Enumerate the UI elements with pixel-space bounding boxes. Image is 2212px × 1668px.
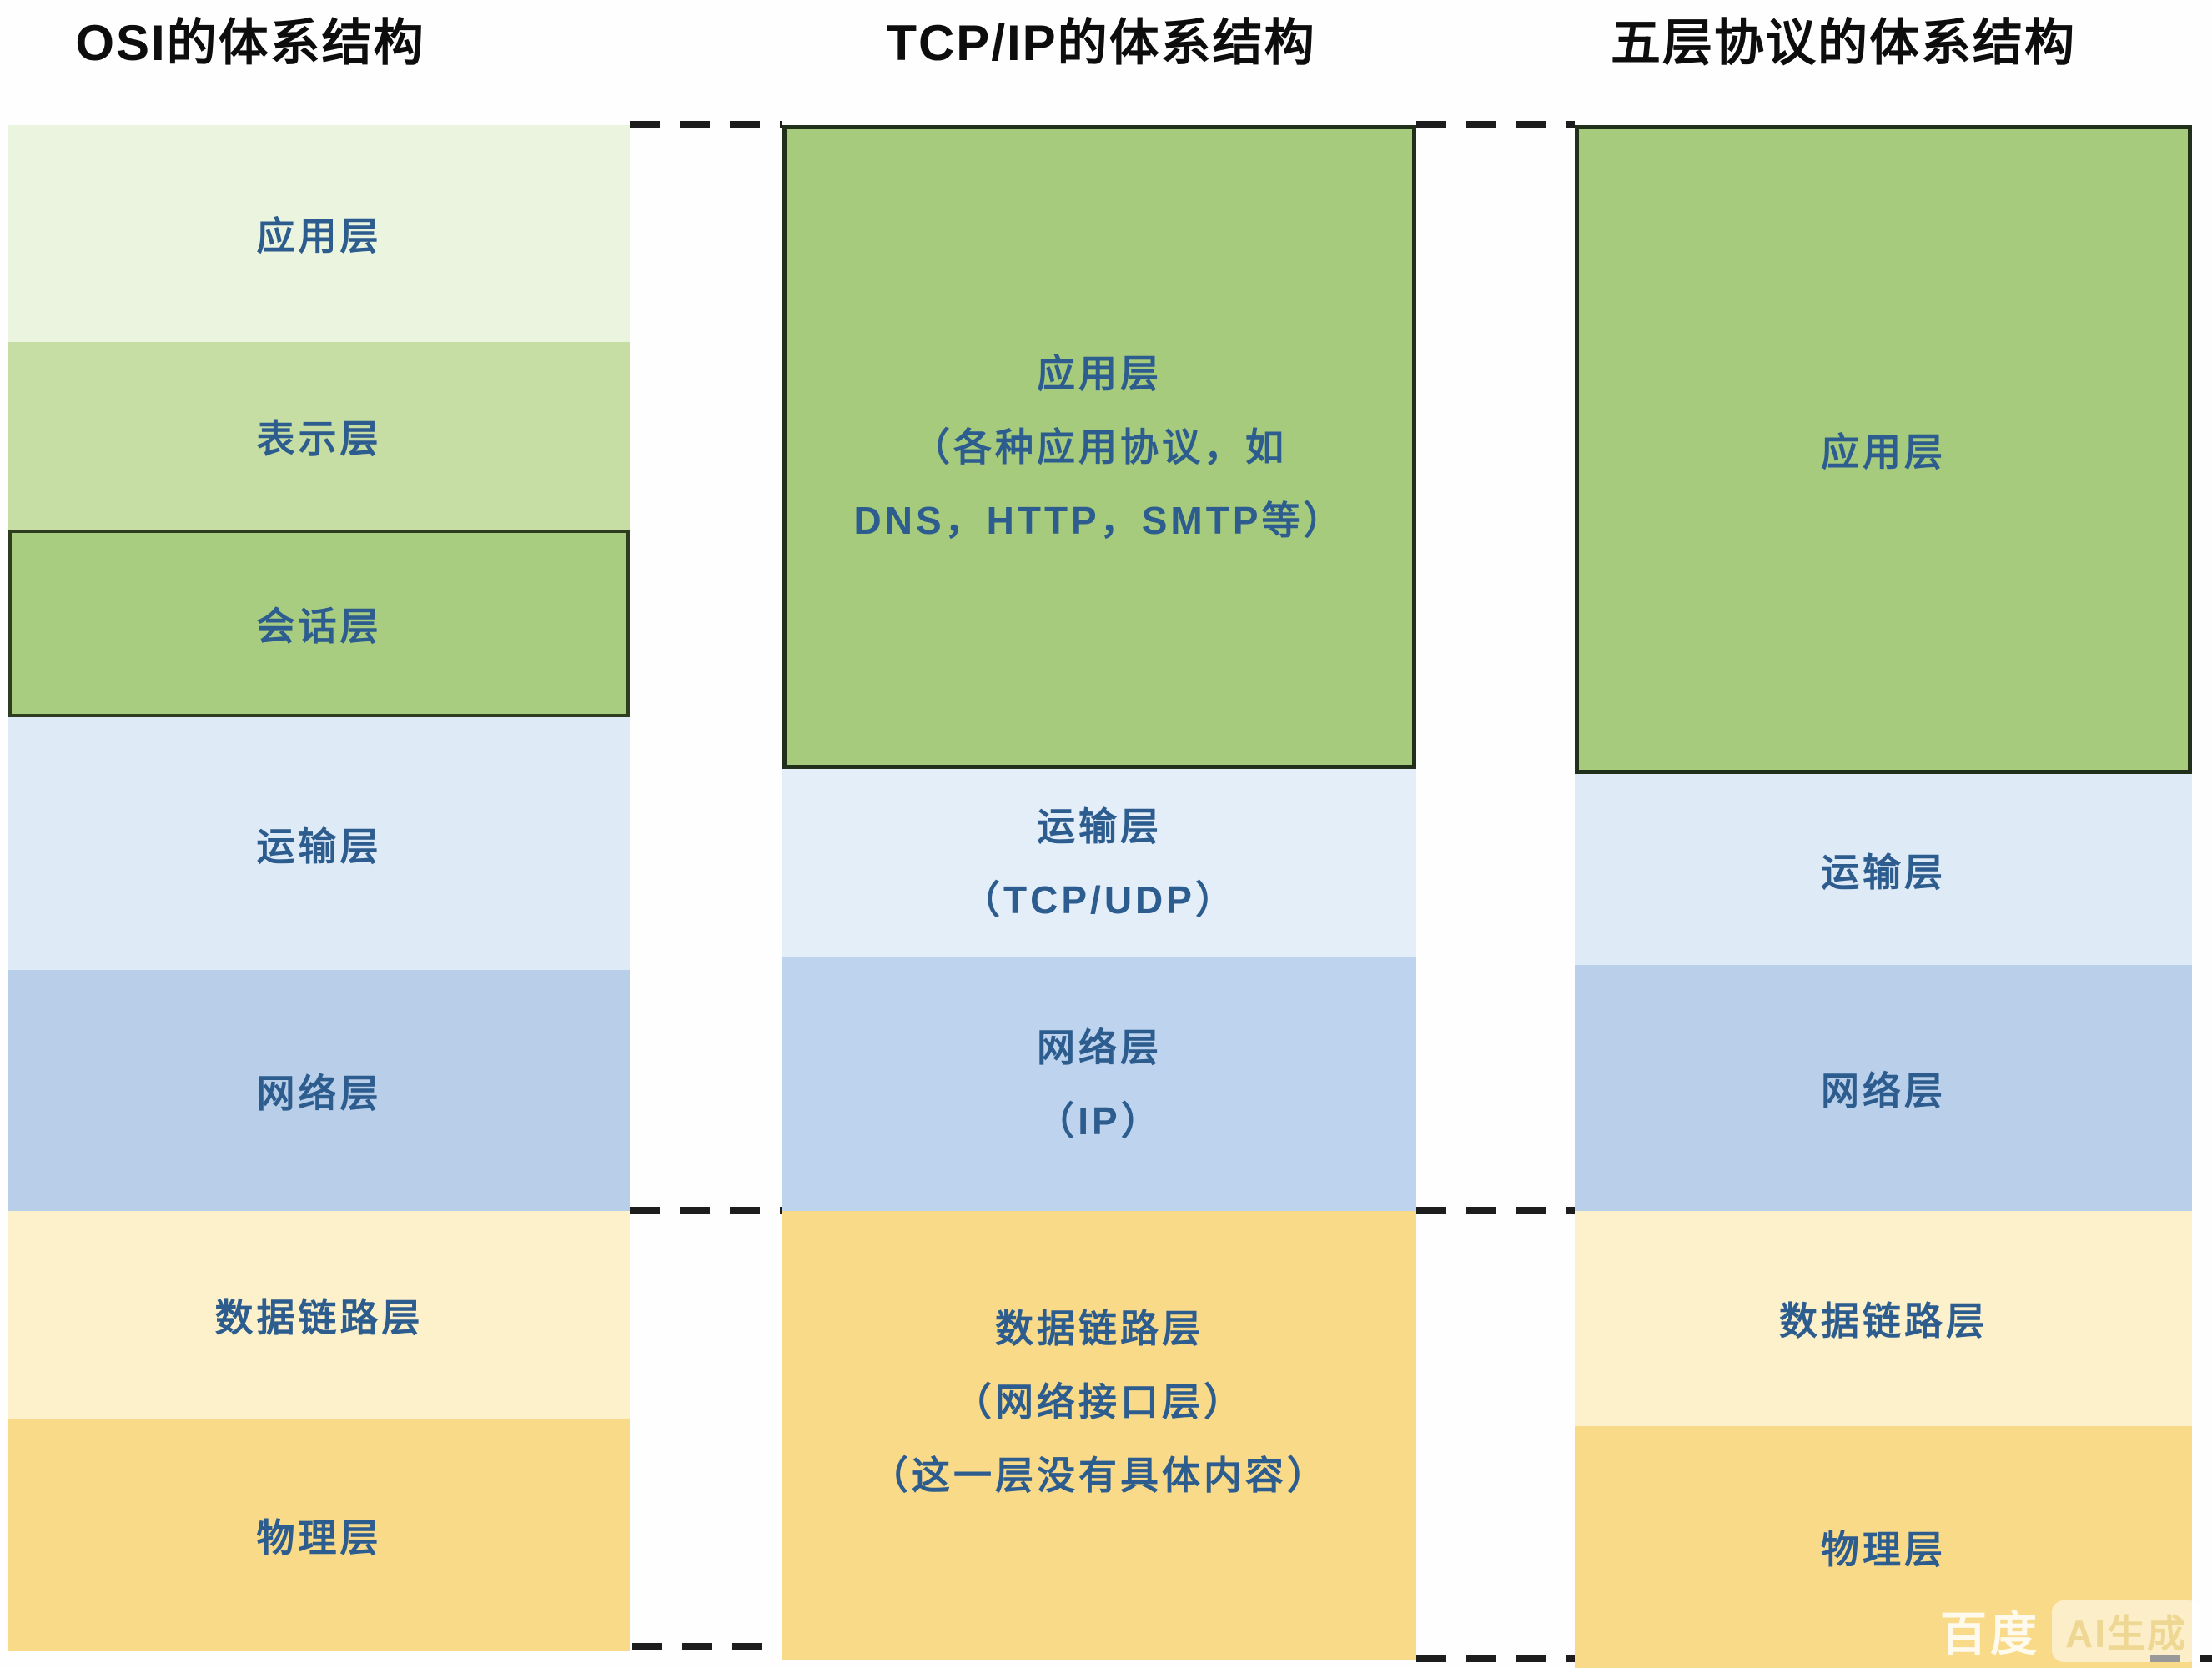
layer-sublabel: （网络接口层） bbox=[953, 1380, 1245, 1424]
column-title-osi: OSI的体系结构 bbox=[75, 14, 425, 71]
dashed-connector-top-gap1 bbox=[630, 121, 782, 128]
five-transport-layer: 运输层 bbox=[1575, 774, 2192, 965]
layer-label: 物理层 bbox=[1821, 1528, 1946, 1571]
layer-sublabel: （TCP/UDP） bbox=[962, 878, 1237, 922]
five-layer-stack: 应用层 运输层 网络层 数据链路层 物理层 bbox=[1575, 125, 2192, 1668]
osi-presentation-layer: 表示层 bbox=[8, 342, 630, 530]
tcpip-application-layer: 应用层 （各种应用协议，如 DNS，HTTP，SMTP等） bbox=[782, 125, 1416, 769]
layer-label: 物理层 bbox=[256, 1516, 382, 1560]
osi-transport-layer: 运输层 bbox=[8, 717, 630, 970]
osi-stack: 应用层 表示层 会话层 运输层 网络层 数据链路层 物理层 bbox=[8, 125, 630, 1651]
column-title-five-layer: 五层协议的体系结构 bbox=[1611, 14, 2076, 71]
layer-label: 应用层 bbox=[256, 214, 382, 258]
dashed-connector-mid-gap2 bbox=[1416, 1207, 1575, 1214]
layer-label: 表示层 bbox=[256, 416, 382, 460]
layer-sublabel: （各种应用协议，如 bbox=[912, 425, 1287, 469]
layer-label: 数据链路层 bbox=[995, 1307, 1204, 1350]
osi-physical-layer: 物理层 bbox=[8, 1419, 630, 1651]
layer-label: 网络层 bbox=[1037, 1026, 1162, 1069]
layer-label: 网络层 bbox=[1821, 1068, 1946, 1113]
layer-label: 运输层 bbox=[1037, 805, 1162, 848]
layer-label: 运输层 bbox=[1821, 850, 1946, 894]
osi-network-layer: 网络层 bbox=[8, 970, 630, 1211]
layer-label: 应用层 bbox=[1821, 430, 1946, 474]
layer-label: 应用层 bbox=[1037, 352, 1162, 395]
tcpip-transport-layer: 运输层 （TCP/UDP） bbox=[782, 769, 1416, 957]
five-network-layer: 网络层 bbox=[1575, 965, 2192, 1211]
layer-sublabel: （这一层没有具体内容） bbox=[870, 1454, 1329, 1497]
layer-label: 网络层 bbox=[256, 1071, 382, 1115]
tcpip-datalink-layer: 数据链路层 （网络接口层） （这一层没有具体内容） bbox=[782, 1211, 1416, 1660]
osi-session-layer: 会话层 bbox=[8, 530, 630, 717]
dashed-connector-top-gap2 bbox=[1416, 121, 1575, 128]
layer-label: 数据链路层 bbox=[1779, 1299, 1988, 1343]
layer-sublabel: （IP） bbox=[1036, 1099, 1163, 1143]
layer-label: 数据链路层 bbox=[214, 1296, 424, 1339]
five-application-layer: 应用层 bbox=[1575, 125, 2192, 774]
baidu-watermark: 百度 AI生成 bbox=[1940, 1597, 2200, 1665]
dashed-connector-mid-gap1 bbox=[630, 1207, 782, 1214]
osi-application-layer: 应用层 bbox=[8, 125, 630, 342]
column-title-tcpip: TCP/IP的体系结构 bbox=[886, 14, 1316, 71]
ai-generated-badge: AI生成 bbox=[2052, 1600, 2200, 1662]
dashed-connector-bottom-gap1 bbox=[632, 1643, 782, 1650]
five-physical-layer: 物理层 bbox=[1575, 1426, 2192, 1668]
osi-datalink-layer: 数据链路层 bbox=[8, 1211, 630, 1419]
tcpip-network-layer: 网络层 （IP） bbox=[782, 957, 1416, 1211]
layer-sublabel: DNS，HTTP，SMTP等） bbox=[853, 499, 1345, 542]
baidu-logo-text: 百度 bbox=[1940, 1608, 2040, 1660]
layer-label: 运输层 bbox=[256, 824, 382, 868]
five-datalink-layer: 数据链路层 bbox=[1575, 1211, 2192, 1426]
tcpip-stack: 应用层 （各种应用协议，如 DNS，HTTP，SMTP等） 运输层 （TCP/U… bbox=[782, 125, 1416, 1660]
dashed-connector-bottom-gap2 bbox=[1416, 1655, 1575, 1662]
layer-label: 会话层 bbox=[256, 604, 382, 648]
